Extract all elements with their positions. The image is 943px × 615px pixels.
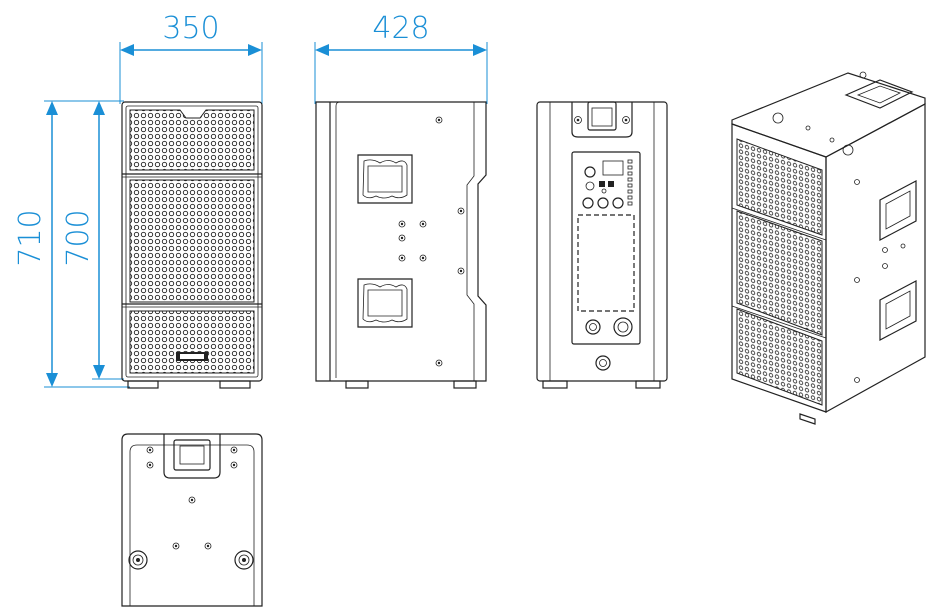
front-view [121,101,263,389]
body-height-label: 700 [61,209,96,266]
rear-top-handle [571,101,633,138]
width-dimension: 350 [119,11,263,104]
isometric-view [731,71,926,425]
depth-dimension: 428 [314,11,488,104]
body-height-dimension: 700 [61,101,124,380]
indicator-column [627,159,633,206]
side-handle-upper [357,154,413,204]
side-handle-lower [357,278,413,328]
top-view [121,433,263,607]
amplifier-panel [571,151,641,345]
depth-label: 428 [372,11,429,46]
total-height-label: 710 [13,209,48,266]
iso-top-handle [772,71,914,156]
side-view [315,101,487,389]
rear-view [536,101,668,389]
rigging-point-right [234,550,254,570]
total-height-dimension: 710 [13,100,130,388]
side-screws [398,116,465,367]
width-label: 350 [162,11,219,46]
rigging-point-left [128,550,148,570]
